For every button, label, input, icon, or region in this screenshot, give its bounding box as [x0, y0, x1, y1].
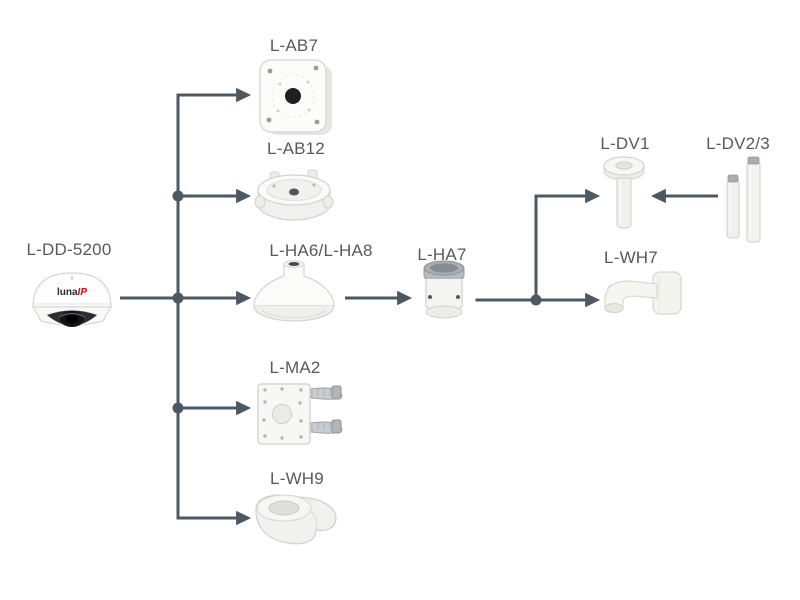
brand-ip: IP: [78, 287, 88, 298]
label-ab12: L-AB12: [267, 139, 325, 158]
pendant-mount-image: [602, 152, 646, 234]
label-ab7: L-AB7: [269, 36, 319, 55]
bell-adapter-image: [250, 258, 338, 332]
pole-mount-image: [252, 376, 346, 458]
junction-dot: [530, 294, 542, 306]
edge-ha7-to-dv1: [475, 188, 601, 302]
junction-box-square-image: [256, 56, 336, 140]
label-ma2: L-MA2: [269, 358, 321, 377]
wall-bracket-image: [248, 486, 344, 558]
brand-luna: luna: [57, 287, 78, 298]
label-ha7: L-HA7: [417, 245, 467, 264]
junction-dot: [172, 292, 184, 304]
label-camera: L-DD-5200: [26, 240, 112, 259]
svg-text:lunaIP: lunaIP: [57, 287, 87, 298]
label-dv23: L-DV2/3: [706, 134, 770, 153]
wall-elbow-image: [597, 266, 687, 324]
extension-tubes-image: [722, 154, 764, 248]
dome-camera-image: lunaIP: [26, 266, 118, 332]
adapter-cylinder-image: [417, 257, 471, 321]
label-ha6: L-HA6/L-HA8: [269, 241, 373, 260]
junction-dot: [172, 190, 184, 202]
label-wh7: L-WH7: [604, 248, 658, 267]
label-wh9: L-WH9: [270, 469, 324, 488]
junction-box-round-image: [252, 166, 336, 228]
label-dv1: L-DV1: [600, 134, 650, 153]
junction-dot: [172, 402, 184, 414]
